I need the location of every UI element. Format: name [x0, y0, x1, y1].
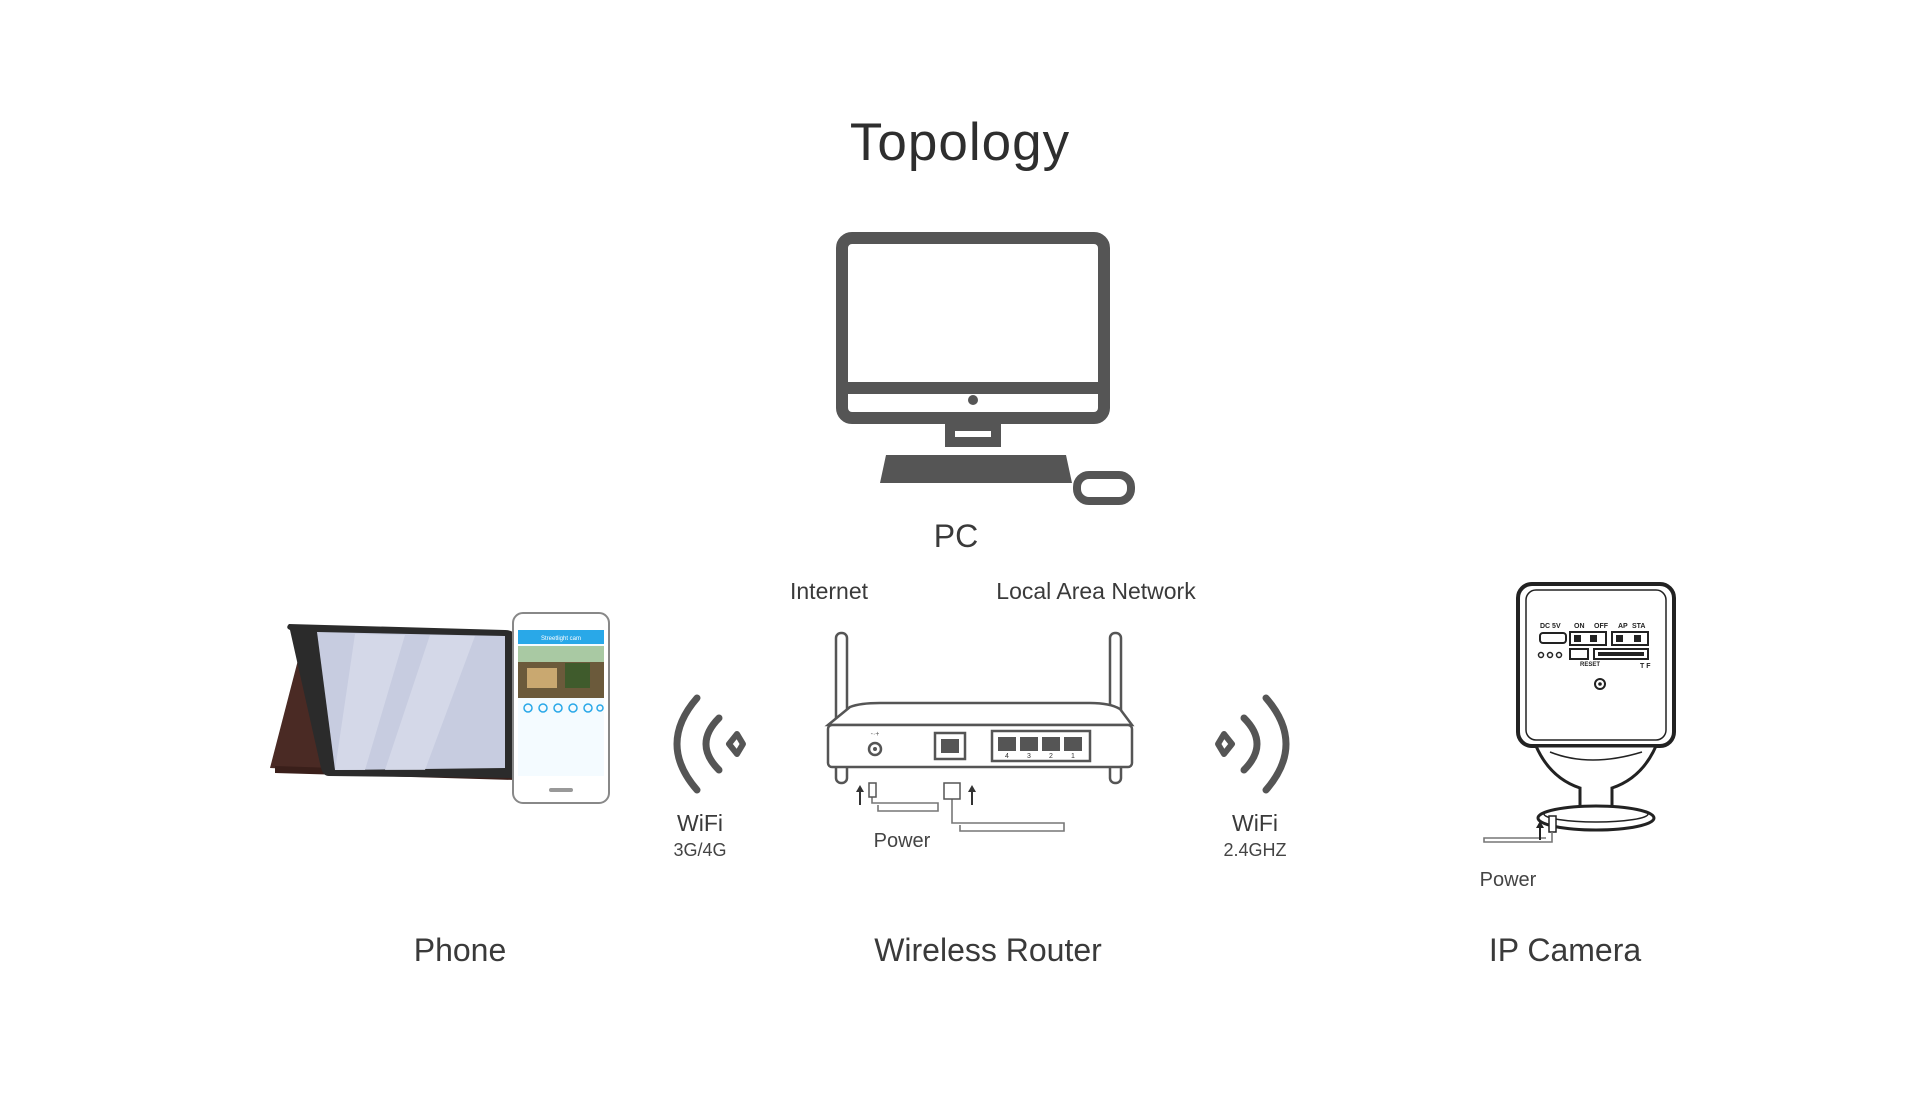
wifi-left-band: 3G/4G — [673, 840, 727, 860]
router-label: Wireless Router — [874, 932, 1102, 968]
lan-port-3: 3 — [1027, 753, 1031, 760]
camera-power-label: Power — [1479, 869, 1537, 891]
lan-port-2: 2 — [1049, 753, 1053, 760]
lan-label: Local Area Network — [996, 578, 1196, 604]
wireless-router-icon: -·+ 4 3 2 1 — [824, 631, 1135, 832]
cam-reset-label: RESET — [1580, 662, 1600, 668]
svg-text:-·+: -·+ — [871, 731, 880, 738]
router-power-label: Power — [873, 830, 931, 852]
cam-sta-label: STA — [1632, 623, 1645, 630]
wifi-right-band: 2.4GHZ — [1223, 840, 1287, 860]
cam-off-label: OFF — [1594, 623, 1609, 630]
lan-port-4: 4 — [1005, 753, 1009, 760]
camera-label: IP Camera — [1488, 932, 1642, 968]
cam-ap-label: AP — [1618, 623, 1628, 630]
wifi-left-label: WiFi — [677, 810, 723, 836]
pc-label: PC — [933, 518, 979, 554]
cam-dc-label: DC 5V — [1540, 623, 1561, 630]
app-title: Streetlight cam — [541, 636, 581, 642]
wifi-right-label: WiFi — [1232, 810, 1278, 836]
cam-on-label: ON — [1574, 623, 1585, 630]
wifi-signal-right-icon — [1215, 694, 1290, 794]
tablet-phone-icon: Streetlight cam — [270, 612, 610, 804]
internet-label: Internet — [790, 578, 868, 604]
wifi-signal-left-icon — [673, 694, 746, 794]
diagram-title: Topology — [849, 113, 1071, 172]
cam-tf-label: T F — [1640, 663, 1651, 670]
desktop-computer-icon — [836, 232, 1135, 505]
lan-port-1: 1 — [1071, 753, 1075, 760]
phone-label: Phone — [413, 932, 507, 968]
ip-camera-icon: DC 5V ON OFF AP STA RESET T F — [1483, 582, 1676, 843]
